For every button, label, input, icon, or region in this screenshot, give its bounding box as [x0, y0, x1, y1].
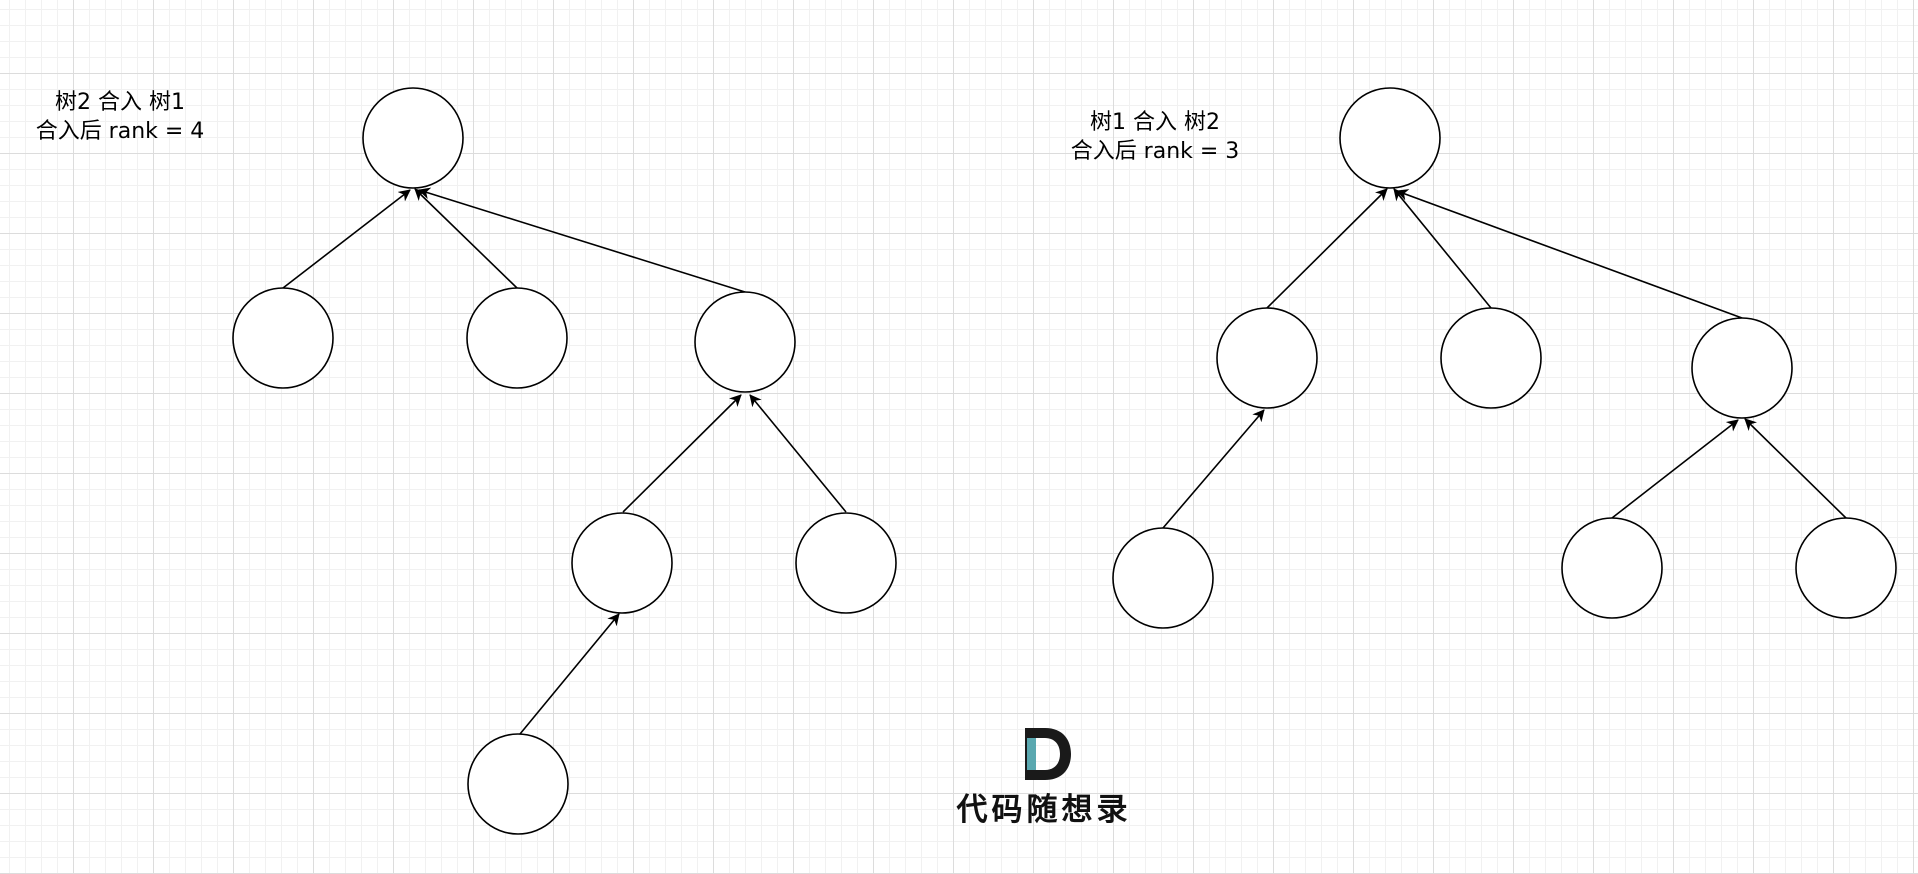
edge-left-a-to-root	[282, 189, 411, 289]
left-tree-child-c-node	[694, 291, 796, 393]
watermark-logo: 代码随想录	[940, 724, 1148, 834]
left-tree-child-b-node	[466, 287, 568, 389]
edge-right-e-to-c	[1611, 419, 1739, 519]
edge-right-b-to-root	[1393, 188, 1492, 309]
edge-right-c-to-root	[1396, 189, 1743, 319]
right-tree-caption-line2: 合入后 rank = 3	[1070, 139, 1240, 164]
edge-left-e-to-c	[749, 394, 847, 513]
left-tree-grandchild-e-node	[795, 512, 897, 614]
right-tree-child-a-node	[1216, 307, 1318, 409]
left-tree-greatgrandchild-f-node	[467, 733, 569, 835]
edge-left-b-to-root	[414, 188, 518, 289]
left-tree-child-a-node	[232, 287, 334, 389]
left-tree-root-node	[362, 87, 464, 189]
right-tree-caption: 树1 合入 树2 合入后 rank = 3	[1055, 108, 1255, 166]
edge-left-c-to-root	[418, 187, 746, 293]
right-tree-grandchild-e-node	[1561, 517, 1663, 619]
right-tree-root-node	[1339, 87, 1441, 189]
left-tree-grandchild-d-node	[571, 512, 673, 614]
right-tree-child-c-node	[1691, 317, 1793, 419]
left-tree-caption-line1: 树2 合入 树1	[55, 90, 185, 115]
edge-right-d-to-a	[1162, 409, 1265, 529]
logo-d-mark-icon	[1025, 728, 1071, 780]
edge-left-d-to-c	[622, 394, 742, 513]
edge-left-f-to-d	[519, 613, 620, 735]
right-tree-edges	[1162, 188, 1847, 529]
logo-d-shape	[1025, 728, 1071, 780]
logo-wordmark: 代码随想录	[956, 792, 1132, 828]
right-tree-grandchild-f-node	[1795, 517, 1897, 619]
left-tree-nodes	[232, 87, 897, 835]
right-tree-nodes	[1112, 87, 1897, 629]
left-tree-caption: 树2 合入 树1 合入后 rank = 4	[20, 88, 220, 146]
left-tree-edges	[282, 187, 847, 735]
left-tree-caption-line2: 合入后 rank = 4	[35, 119, 205, 144]
right-tree-caption-line1: 树1 合入 树2	[1090, 110, 1220, 135]
right-tree-grandchild-d-node	[1112, 527, 1214, 629]
edge-right-a-to-root	[1266, 188, 1388, 309]
edge-right-f-to-c	[1744, 418, 1847, 519]
logo-accent-bar	[1027, 738, 1036, 770]
right-tree-child-b-node	[1440, 307, 1542, 409]
